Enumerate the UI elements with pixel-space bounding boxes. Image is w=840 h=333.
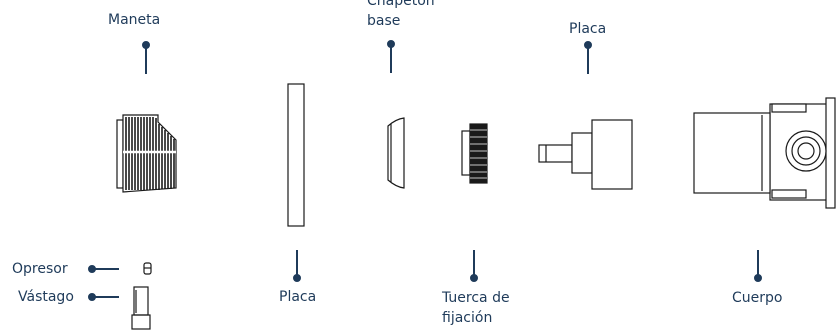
leader-placa-bottom: [293, 250, 301, 282]
leader-maneta: [142, 41, 150, 74]
label-chapeton-line2: base: [367, 13, 401, 29]
leader-chapeton: [387, 40, 395, 73]
part-maneta: [116, 114, 177, 193]
part-tuerca: [461, 123, 488, 184]
label-placa-bottom: Placa: [279, 289, 317, 305]
part-placa-cartridge: [538, 119, 633, 190]
label-maneta: Maneta: [108, 12, 161, 28]
part-placa-plate: [287, 83, 305, 227]
leader-cuerpo: [754, 250, 762, 282]
leader-tuerca: [470, 250, 478, 282]
leader-vastago: [88, 293, 119, 301]
part-vastago: [131, 286, 151, 330]
part-opresor: [143, 262, 152, 275]
part-cuerpo: [693, 97, 836, 209]
label-tuerca-line2: fijación: [442, 310, 493, 326]
leader-placa-top: [584, 41, 592, 74]
label-tuerca-line1: Tuerca de: [442, 290, 510, 306]
leader-opresor: [88, 265, 119, 273]
label-vastago: Vástago: [18, 289, 74, 305]
label-chapeton-line1: Chapetón: [367, 0, 435, 9]
label-placa-top: Placa: [569, 21, 607, 37]
label-opresor: Opresor: [12, 261, 68, 277]
label-cuerpo: Cuerpo: [732, 290, 783, 306]
part-chapeton-base: [387, 117, 405, 189]
